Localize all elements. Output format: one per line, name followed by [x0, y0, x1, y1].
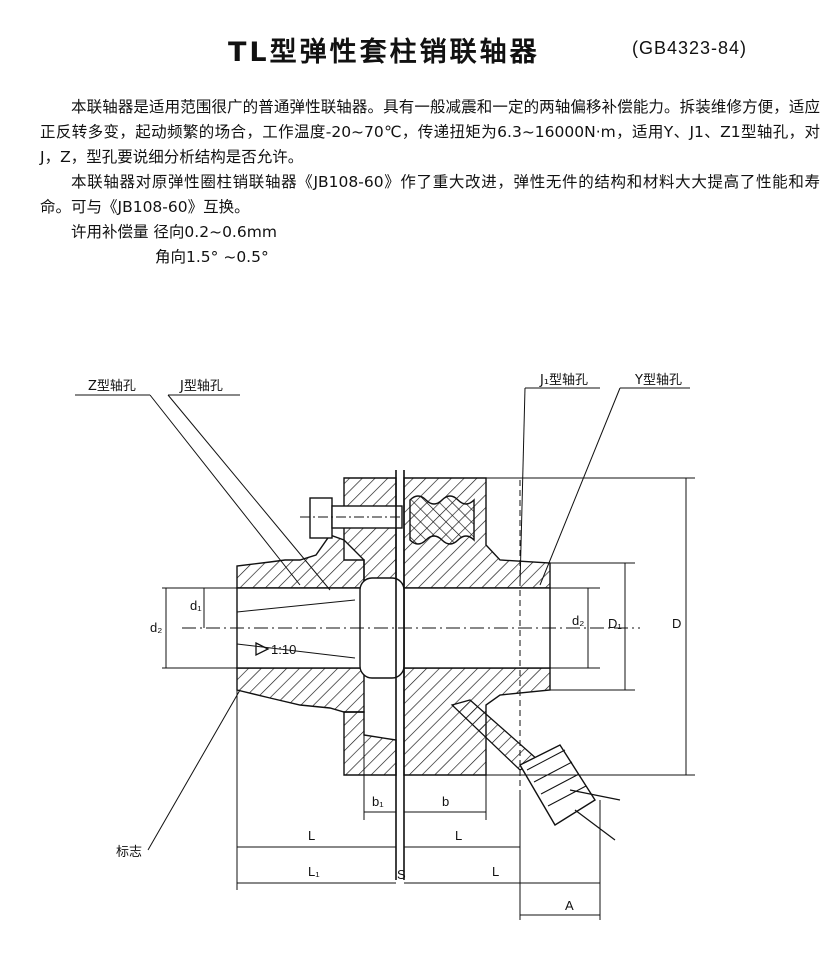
- label-y-bore: Y型轴孔: [634, 373, 682, 388]
- left-hub-lower: [236, 667, 365, 713]
- dim-L-left: L: [308, 828, 315, 843]
- taper-label: 1:10: [271, 642, 296, 657]
- label-j-bore: J型轴孔: [179, 379, 223, 394]
- compensation-radial: 许用补偿量 径向0.2~0.6mm: [71, 223, 277, 241]
- left-flange-lower: [343, 711, 397, 776]
- dim-L-mid: L: [455, 828, 462, 843]
- dim-b: b: [442, 794, 449, 809]
- pin-nut: [309, 497, 333, 539]
- taper-icon: [255, 641, 270, 657]
- dim-d2-right: d₂: [572, 613, 584, 628]
- description: 本联轴器是适用范围很广的普通弹性联轴器。具有一般减震和一定的两轴偏移补偿能力。拆…: [40, 95, 820, 270]
- dim-d2-left: d₂: [150, 620, 162, 635]
- description-paragraph-2: 本联轴器对原弹性圈柱销联轴器《JB108-60》作了重大改进，弹性无件的结构和材…: [40, 173, 820, 216]
- dim-d1: d₁: [190, 598, 202, 613]
- dim-b1: b₁: [372, 794, 384, 809]
- dim-A: A: [565, 898, 574, 913]
- label-z-bore: Z型轴孔: [88, 379, 136, 394]
- header: TL型弹性套柱销联轴器 (GB4323-84): [0, 30, 840, 70]
- dim-L-right: L: [492, 864, 499, 879]
- dim-D: D: [672, 616, 681, 631]
- label-j1-bore: J₁型轴孔: [539, 373, 588, 388]
- elastic-sleeve: [409, 495, 475, 545]
- dim-D1: D₁: [608, 616, 622, 631]
- inclined-pin: [450, 699, 621, 841]
- label-mark: 标志: [116, 845, 142, 860]
- dim-S: S: [397, 867, 406, 882]
- standard-number: (GB4323-84): [632, 38, 748, 58]
- compensation-angular: 角向1.5° ~0.5°: [155, 248, 269, 266]
- description-paragraph-1: 本联轴器是适用范围很广的普通弹性联轴器。具有一般减震和一定的两轴偏移补偿能力。拆…: [40, 98, 820, 166]
- left-hub-upper: [236, 534, 365, 589]
- page-title: TL型弹性套柱销联轴器: [228, 37, 540, 68]
- dim-L1: L₁: [308, 864, 320, 879]
